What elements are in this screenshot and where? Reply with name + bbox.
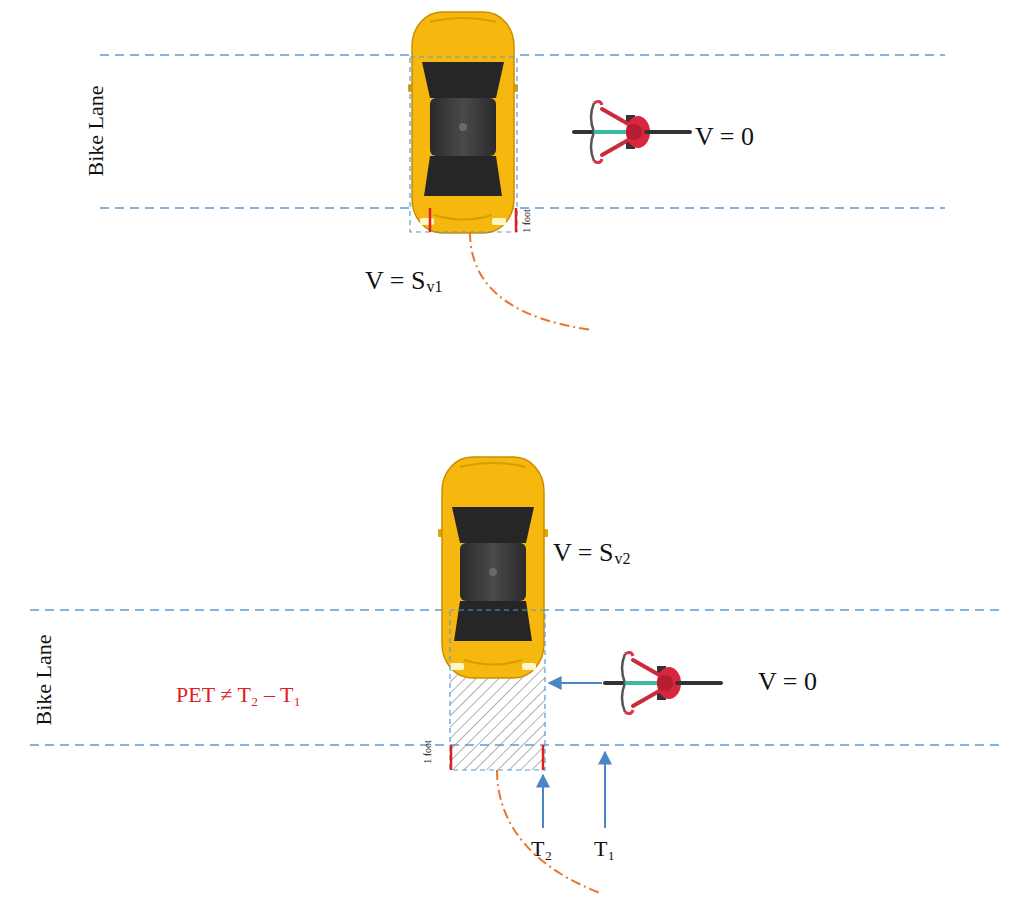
speed-label: V = 0 (758, 669, 817, 695)
speed-label: V = S (365, 268, 425, 294)
bottom-scene (30, 457, 1000, 893)
pet-note: PET ≠ T₂ – T₁ (176, 684, 301, 706)
buffer-mark (515, 208, 518, 232)
time-pointer (604, 752, 606, 828)
speed-subscript: v2 (614, 551, 630, 567)
bicycle-illustration (574, 101, 690, 162)
speed-label: V = S (553, 540, 613, 566)
car-illustration (405, 12, 521, 233)
time-label: T₂ (531, 838, 552, 860)
turn-path (470, 232, 592, 330)
buffer-mark (450, 745, 453, 770)
buffer-mark (542, 745, 545, 770)
car-illustration (435, 457, 551, 678)
time-label: T₁ (594, 838, 615, 860)
lane-label: Bike Lane (33, 634, 55, 725)
turn-path (497, 770, 600, 893)
car-envelope (410, 57, 517, 232)
buffer-mark (429, 208, 432, 232)
top-scene (100, 12, 945, 330)
bicycle-illustration (605, 652, 721, 713)
lane-line (100, 207, 945, 209)
car-envelope (450, 610, 545, 770)
dimension-label: 1 foot (423, 740, 433, 764)
lane-line (100, 54, 945, 56)
speed-label: V = 0 (695, 124, 754, 150)
speed-subscript: v1 (426, 279, 442, 295)
lane-label: Bike Lane (85, 85, 107, 176)
time-pointer (542, 775, 544, 828)
motion-arrow (549, 682, 602, 684)
dimension-label: 1 foot (522, 209, 532, 233)
